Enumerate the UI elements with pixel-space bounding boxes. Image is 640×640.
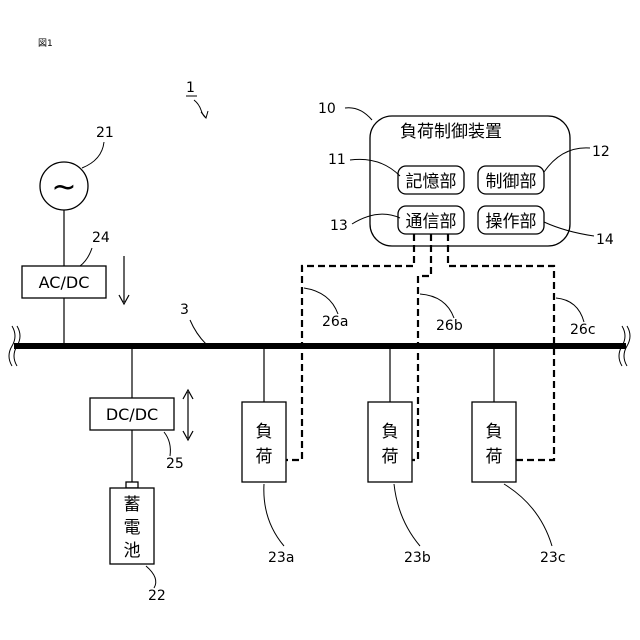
- dcdc-label: DC/DC: [106, 405, 158, 424]
- load-c-leader: [504, 484, 552, 546]
- ac-source-ref: 21: [96, 125, 114, 141]
- comm-line-26a-leader: [304, 288, 338, 314]
- battery-char-2: 電: [124, 518, 141, 538]
- memory-unit-ref: 11: [328, 152, 346, 168]
- load-b-box: [368, 402, 412, 482]
- control-unit-ref: 12: [592, 144, 610, 160]
- operation-unit-label: 操作部: [486, 212, 537, 232]
- bus-leader: [190, 320, 206, 344]
- comm-unit-label: 通信部: [406, 212, 457, 232]
- comm-line-26b-ref: 26b: [436, 318, 463, 334]
- ac-wave-icon: ~: [51, 170, 76, 205]
- load-controller-title: 負荷制御装置: [400, 122, 502, 142]
- load-a-char-1: 負: [256, 422, 273, 442]
- load-a-leader: [264, 484, 284, 546]
- battery-char-1: 蓄: [124, 495, 141, 515]
- load-b-leader: [394, 484, 420, 546]
- battery-ref: 22: [148, 588, 166, 604]
- bus-ref: 3: [180, 302, 189, 318]
- load-b-char-2: 荷: [382, 447, 399, 467]
- acdc-ref: 24: [92, 230, 110, 246]
- battery-leader: [146, 566, 156, 588]
- load-c-box: [472, 402, 516, 482]
- figure-label: 図1: [38, 38, 53, 49]
- load-c-char-1: 負: [486, 422, 503, 442]
- load-b-ref: 23b: [404, 550, 431, 566]
- ac-source-leader: [82, 142, 104, 168]
- comm-line-26c-leader: [556, 298, 584, 322]
- load-a-ref: 23a: [268, 550, 294, 566]
- control-unit-label: 制御部: [486, 172, 537, 192]
- load-a-box: [242, 402, 286, 482]
- battery-char-3: 池: [124, 541, 141, 561]
- system-ref: 1: [186, 80, 195, 96]
- acdc-leader: [80, 248, 92, 266]
- load-a-char-2: 荷: [256, 447, 273, 467]
- operation-unit-ref: 14: [596, 232, 614, 248]
- comm-unit-ref: 13: [330, 218, 348, 234]
- battery-terminal: [126, 482, 138, 488]
- comm-line-26c-ref: 26c: [570, 322, 596, 338]
- load-b-char-1: 負: [382, 422, 399, 442]
- controller-leader: [345, 108, 372, 120]
- controller-ref: 10: [318, 101, 336, 117]
- comm-line-26b-leader: [420, 294, 454, 318]
- dcdc-ref: 25: [166, 456, 184, 472]
- dcdc-leader: [164, 432, 170, 456]
- load-c-ref: 23c: [540, 550, 566, 566]
- memory-unit-label: 記憶部: [406, 172, 457, 192]
- acdc-label: AC/DC: [39, 273, 90, 292]
- comm-line-26a-ref: 26a: [322, 314, 348, 330]
- load-c-char-2: 荷: [486, 447, 503, 467]
